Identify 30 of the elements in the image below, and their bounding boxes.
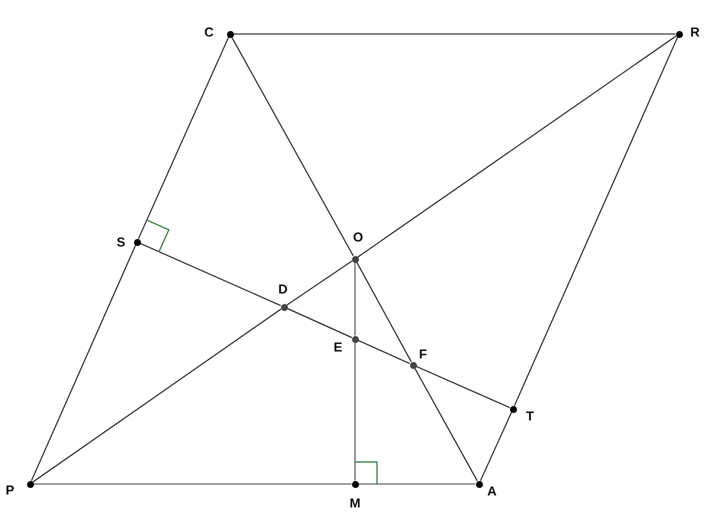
line-segment	[416, 366, 510, 408]
point-label: C	[204, 26, 214, 38]
point-label: E	[334, 340, 342, 354]
line-segment	[286, 260, 352, 306]
line-segment	[358, 340, 410, 364]
point-label: F	[419, 348, 427, 360]
line-segment	[354, 262, 356, 336]
line-segment	[514, 36, 678, 406]
line-segment	[358, 483, 476, 485]
line-segment	[138, 36, 230, 240]
line-segment	[414, 368, 478, 482]
point-label: O	[352, 230, 364, 244]
point-label: R	[690, 26, 700, 38]
line-segment	[32, 308, 282, 482]
line-segment	[480, 412, 512, 482]
point-label: T	[526, 410, 534, 422]
line-segment	[358, 36, 676, 258]
line-segment	[354, 342, 356, 480]
point-label: M	[350, 496, 360, 510]
line-segment	[140, 242, 282, 306]
line-segment	[231, 36, 354, 256]
line-segment	[34, 483, 352, 485]
point-label: A	[487, 484, 497, 498]
point-label: S	[116, 236, 126, 248]
point-label: D	[278, 282, 288, 296]
line-segment	[30, 244, 136, 482]
line-segment	[234, 33, 676, 35]
point-label: P	[6, 484, 14, 496]
line-segment	[286, 308, 352, 338]
line-segment	[356, 262, 412, 362]
